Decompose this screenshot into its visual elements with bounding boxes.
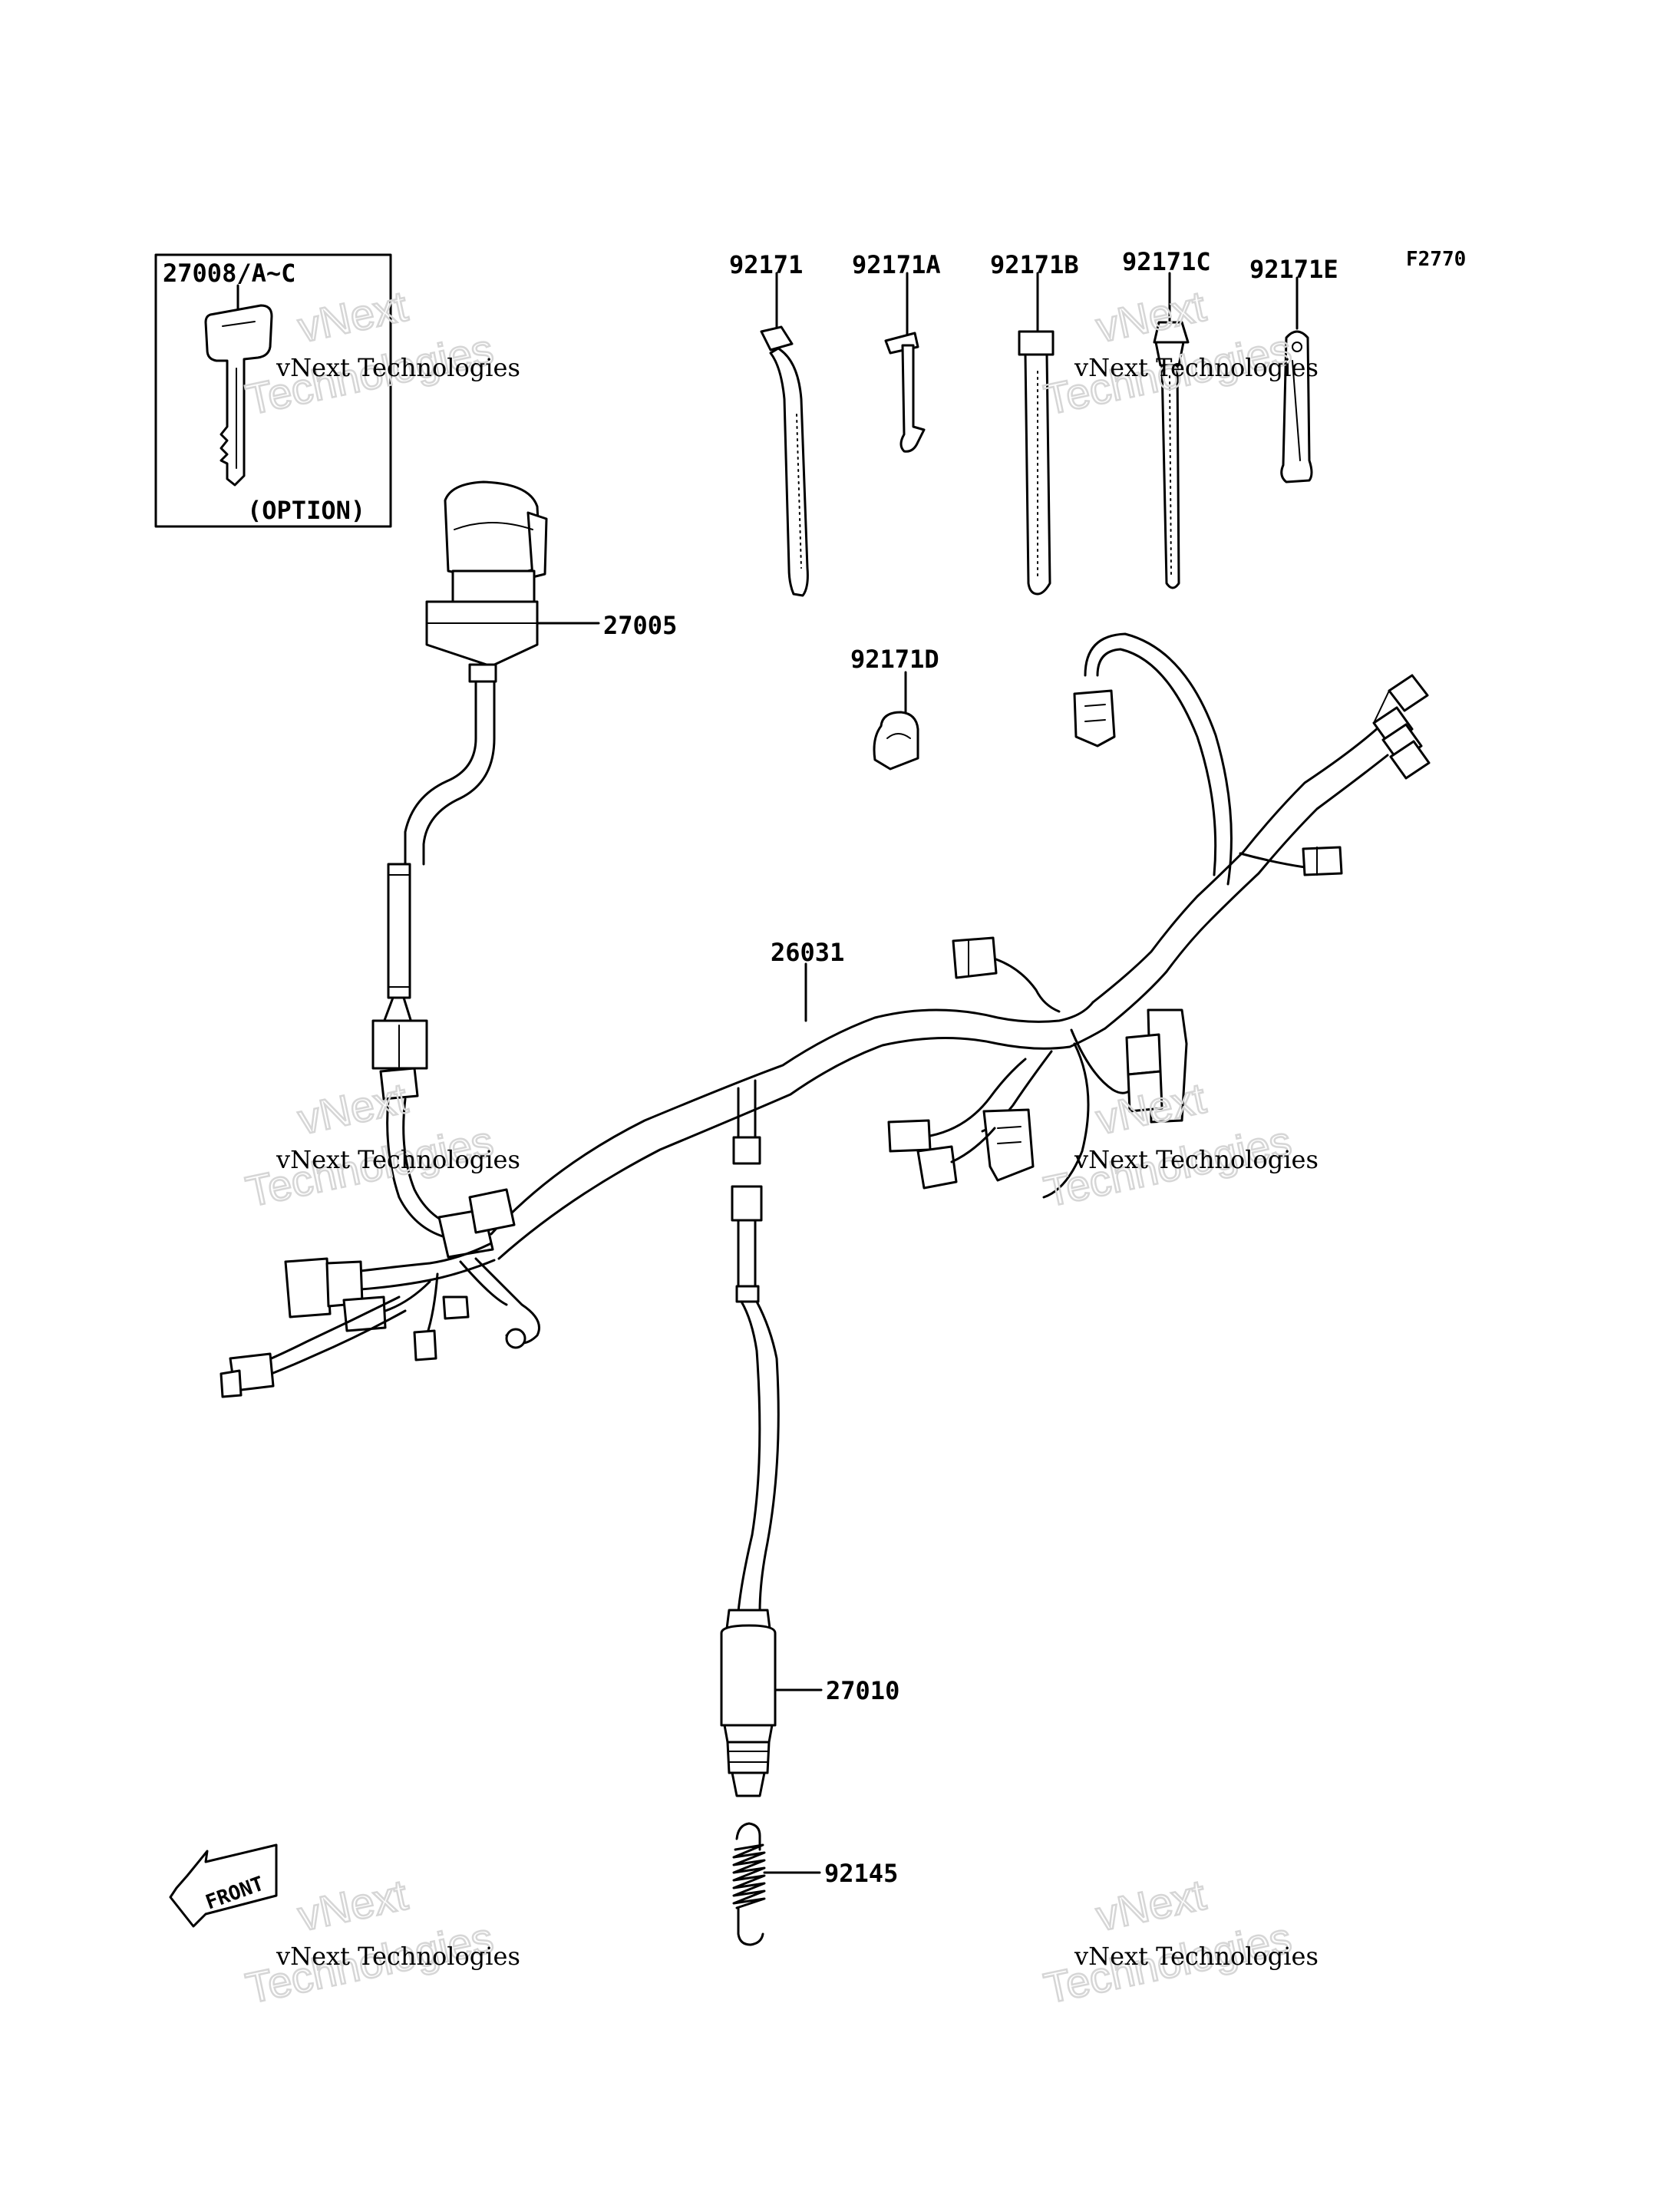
harness-number: 26031 [771, 938, 844, 967]
key-option-box: 27008/A~C (OPTION) [154, 253, 392, 528]
clamp-92171d [873, 711, 919, 771]
spring-number: 92145 [824, 1859, 898, 1888]
figure-code: F2770 [1406, 248, 1466, 271]
ignition-switch-number: 27005 [603, 611, 677, 640]
svg-text:vNext Technologies: vNext Technologies [1074, 353, 1319, 382]
watermark-mid-right: vNext Technologies vNext Technologies [1039, 1072, 1319, 1216]
key-part-number: 27008/A~C [163, 259, 295, 288]
tie-92171b-number: 92171B [990, 250, 1079, 279]
clamp-92171d-number: 92171D [850, 645, 939, 674]
svg-text:vNext: vNext [1092, 1870, 1210, 1940]
main-harness [219, 632, 1431, 1613]
tie-92171a-number: 92171A [852, 250, 941, 279]
front-arrow-icon: FRONT [169, 1843, 278, 1928]
ignition-switch [371, 480, 548, 1070]
svg-text:vNext Technologies: vNext Technologies [1074, 1942, 1319, 1971]
bullet-connectors [1372, 674, 1431, 780]
tie-92171e [1280, 276, 1313, 483]
tie-92171-number: 92171 [729, 250, 803, 279]
svg-text:vNext Technologies: vNext Technologies [276, 1942, 520, 1971]
svg-text:vNext: vNext [294, 282, 412, 351]
svg-text:vNext Technologies: vNext Technologies [276, 1145, 520, 1174]
spring [732, 1822, 766, 1946]
svg-text:vNext Technologies: vNext Technologies [1074, 1145, 1319, 1174]
svg-text:vNext: vNext [294, 1870, 412, 1940]
svg-text:vNext: vNext [294, 1074, 412, 1144]
tie-92171c-number: 92171C [1122, 247, 1211, 276]
oil-sensor [720, 1609, 777, 1797]
tie-92171 [760, 272, 809, 597]
tie-92171a [884, 272, 926, 453]
svg-text:vNext: vNext [1092, 282, 1210, 351]
tie-92171c [1153, 272, 1190, 589]
oil-sensor-number: 27010 [826, 1676, 899, 1705]
svg-text:vNext Technologies: vNext Technologies [276, 353, 520, 382]
svg-text:vNext: vNext [1092, 1074, 1210, 1144]
key-icon [204, 304, 273, 487]
tie-92171b [1018, 272, 1055, 596]
watermark-bottom-right: vNext Technologies vNext Technologies [1039, 1869, 1319, 2013]
key-option-note: (OPTION) [247, 496, 365, 525]
tie-92171e-number: 92171E [1249, 255, 1338, 284]
